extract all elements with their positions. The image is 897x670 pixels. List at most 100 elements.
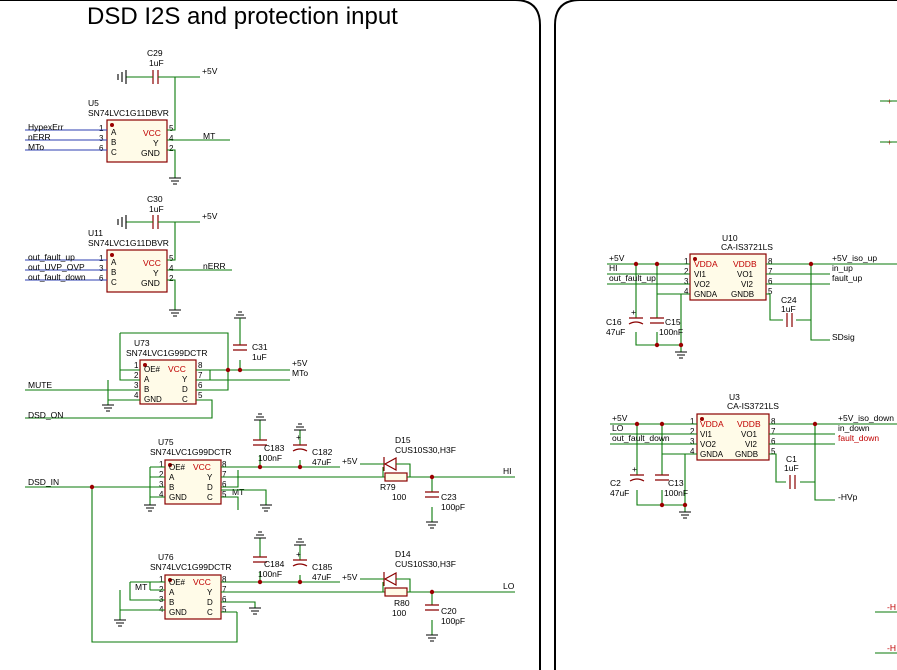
- svg-text:4: 4: [169, 264, 174, 273]
- net-mto-u5: MTo: [28, 142, 44, 152]
- svg-text:C13: C13: [668, 478, 684, 488]
- c16-capacitor[interactable]: + C16 47uF: [606, 307, 644, 337]
- svg-text:2: 2: [159, 470, 164, 479]
- u5-and-gate[interactable]: U5 SN74LVC1G11DBVR A B C VCC Y GND 1 3 6…: [88, 98, 174, 163]
- c31-capacitor[interactable]: C31 1uF: [233, 342, 268, 362]
- svg-text:4: 4: [169, 134, 174, 143]
- net-mt: MT: [203, 131, 215, 141]
- svg-text:CUS10S30,H3F: CUS10S30,H3F: [395, 559, 456, 569]
- svg-text:2: 2: [684, 267, 689, 276]
- c184-capacitor[interactable]: C184 100nF: [253, 556, 285, 579]
- svg-text:100nF: 100nF: [664, 488, 688, 498]
- svg-text:GND: GND: [141, 278, 160, 288]
- net-mt-u75: MT: [232, 487, 244, 497]
- svg-text:R80: R80: [394, 598, 410, 608]
- u75-logic[interactable]: U75 SN74LVC1G99DCTR OE# A B GND VCC Y D …: [150, 437, 232, 505]
- svg-text:6: 6: [222, 595, 227, 604]
- c2-capacitor[interactable]: + C2 47uF: [610, 464, 645, 498]
- c20-capacitor[interactable]: C20 100pF: [425, 604, 465, 626]
- svg-text:1uF: 1uF: [149, 58, 164, 68]
- svg-text:100: 100: [392, 492, 406, 502]
- c29-capacitor[interactable]: C29 1uF: [147, 48, 164, 84]
- c24-capacitor[interactable]: C24 1uF: [781, 295, 797, 327]
- svg-text:B: B: [169, 483, 174, 492]
- svg-text:in_down: in_down: [838, 423, 870, 433]
- svg-text:C182: C182: [312, 447, 333, 457]
- net-nerr-out: nERR: [203, 261, 226, 271]
- svg-text:B: B: [111, 268, 116, 277]
- u3-isolator[interactable]: U3 CA-IS3721LS VDDA VI1 VO2 GNDA VDDB VO…: [690, 392, 779, 461]
- svg-text:+: +: [296, 432, 301, 442]
- svg-text:+5V: +5V: [342, 456, 358, 466]
- svg-text:GNDA: GNDA: [700, 450, 724, 459]
- svg-text:100nF: 100nF: [258, 569, 282, 579]
- svg-text:CA-IS3721LS: CA-IS3721LS: [727, 401, 779, 411]
- svg-text:100nF: 100nF: [258, 453, 282, 463]
- svg-text:1: 1: [99, 124, 104, 133]
- svg-text:-H: -H: [887, 643, 896, 653]
- svg-text:C: C: [111, 278, 117, 287]
- c13-capacitor[interactable]: C13 100nF: [655, 474, 688, 498]
- svg-text:4: 4: [134, 391, 139, 400]
- svg-text:VO2: VO2: [700, 440, 717, 449]
- net-mt-u76: MT: [135, 582, 147, 592]
- c30-capacitor[interactable]: C30 1uF: [147, 194, 164, 229]
- svg-text:C16: C16: [606, 317, 622, 327]
- c1-capacitor[interactable]: C1 1uF: [784, 454, 799, 489]
- net-sdsig: SDsig: [832, 332, 855, 342]
- svg-text:LO: LO: [612, 423, 624, 433]
- svg-text:+5V: +5V: [292, 358, 308, 368]
- svg-text:VI1: VI1: [700, 430, 713, 439]
- svg-text:U76: U76: [158, 552, 174, 562]
- svg-text:C: C: [207, 493, 213, 502]
- svg-text:5: 5: [169, 254, 174, 263]
- svg-text:1uF: 1uF: [252, 352, 267, 362]
- svg-text:4: 4: [159, 490, 164, 499]
- svg-text:GNDB: GNDB: [731, 290, 754, 299]
- u10-isolator[interactable]: U10 CA-IS3721LS VDDA VI1 VO2 GNDA VDDB V…: [684, 233, 773, 301]
- r80-resistor[interactable]: R80 100: [384, 587, 410, 618]
- svg-text:Y: Y: [182, 375, 188, 384]
- u76-logic[interactable]: U76 SN74LVC1G99DCTR OE# A B GND VCC Y D …: [150, 552, 232, 620]
- svg-text:8: 8: [222, 460, 227, 469]
- svg-text:C24: C24: [781, 295, 797, 305]
- svg-text:+5V_iso_down: +5V_iso_down: [838, 413, 894, 423]
- u11-and-gate[interactable]: U11 SN74LVC1G11DBVR A B C VCC Y GND 1 3 …: [88, 228, 174, 293]
- svg-text:VI2: VI2: [741, 280, 754, 289]
- d14-diode[interactable]: D14 CUS10S30,H3F: [383, 549, 456, 587]
- c15-capacitor[interactable]: C15 100nF: [650, 317, 683, 337]
- net-nerr-u5: nERR: [28, 132, 51, 142]
- svg-text:47uF: 47uF: [312, 457, 331, 467]
- svg-text:A: A: [111, 258, 117, 267]
- svg-text:out_fault_up: out_fault_up: [28, 252, 75, 262]
- svg-text:3: 3: [159, 480, 164, 489]
- svg-text:C: C: [207, 608, 213, 617]
- svg-text:6: 6: [771, 437, 776, 446]
- net-hi: HI: [503, 466, 512, 476]
- svg-text:3: 3: [684, 277, 689, 286]
- svg-text:VDDB: VDDB: [737, 419, 761, 429]
- c183-capacitor[interactable]: C183 100nF: [253, 439, 285, 463]
- c185-capacitor[interactable]: + C185 47uF: [292, 549, 333, 582]
- svg-text:VCC: VCC: [193, 462, 211, 472]
- c182-capacitor[interactable]: + C182 47uF: [292, 432, 333, 467]
- svg-text:out_fault_down: out_fault_down: [28, 272, 86, 282]
- c23-capacitor[interactable]: C23 100pF: [425, 491, 465, 512]
- svg-text:8: 8: [198, 361, 203, 370]
- svg-text:C183: C183: [264, 443, 285, 453]
- svg-text:6: 6: [222, 480, 227, 489]
- u73-logic[interactable]: U73 SN74LVC1G99DCTR OE# A B GND VCC Y D …: [126, 338, 208, 405]
- svg-text:C185: C185: [312, 562, 333, 572]
- svg-text:+5V: +5V: [202, 66, 218, 76]
- d15-diode[interactable]: D15 CUS10S30,H3F: [383, 435, 456, 472]
- svg-text:1: 1: [684, 257, 689, 266]
- svg-text:CA-IS3721LS: CA-IS3721LS: [721, 242, 773, 252]
- svg-text:5: 5: [771, 447, 776, 456]
- svg-text:U3: U3: [729, 392, 740, 402]
- svg-text:C30: C30: [147, 194, 163, 204]
- svg-text:B: B: [144, 385, 149, 394]
- svg-text:4: 4: [690, 447, 695, 456]
- svg-text:VCC: VCC: [193, 577, 211, 587]
- svg-text:SN74LVC1G99DCTR: SN74LVC1G99DCTR: [126, 348, 208, 358]
- svg-text:VDDB: VDDB: [733, 259, 757, 269]
